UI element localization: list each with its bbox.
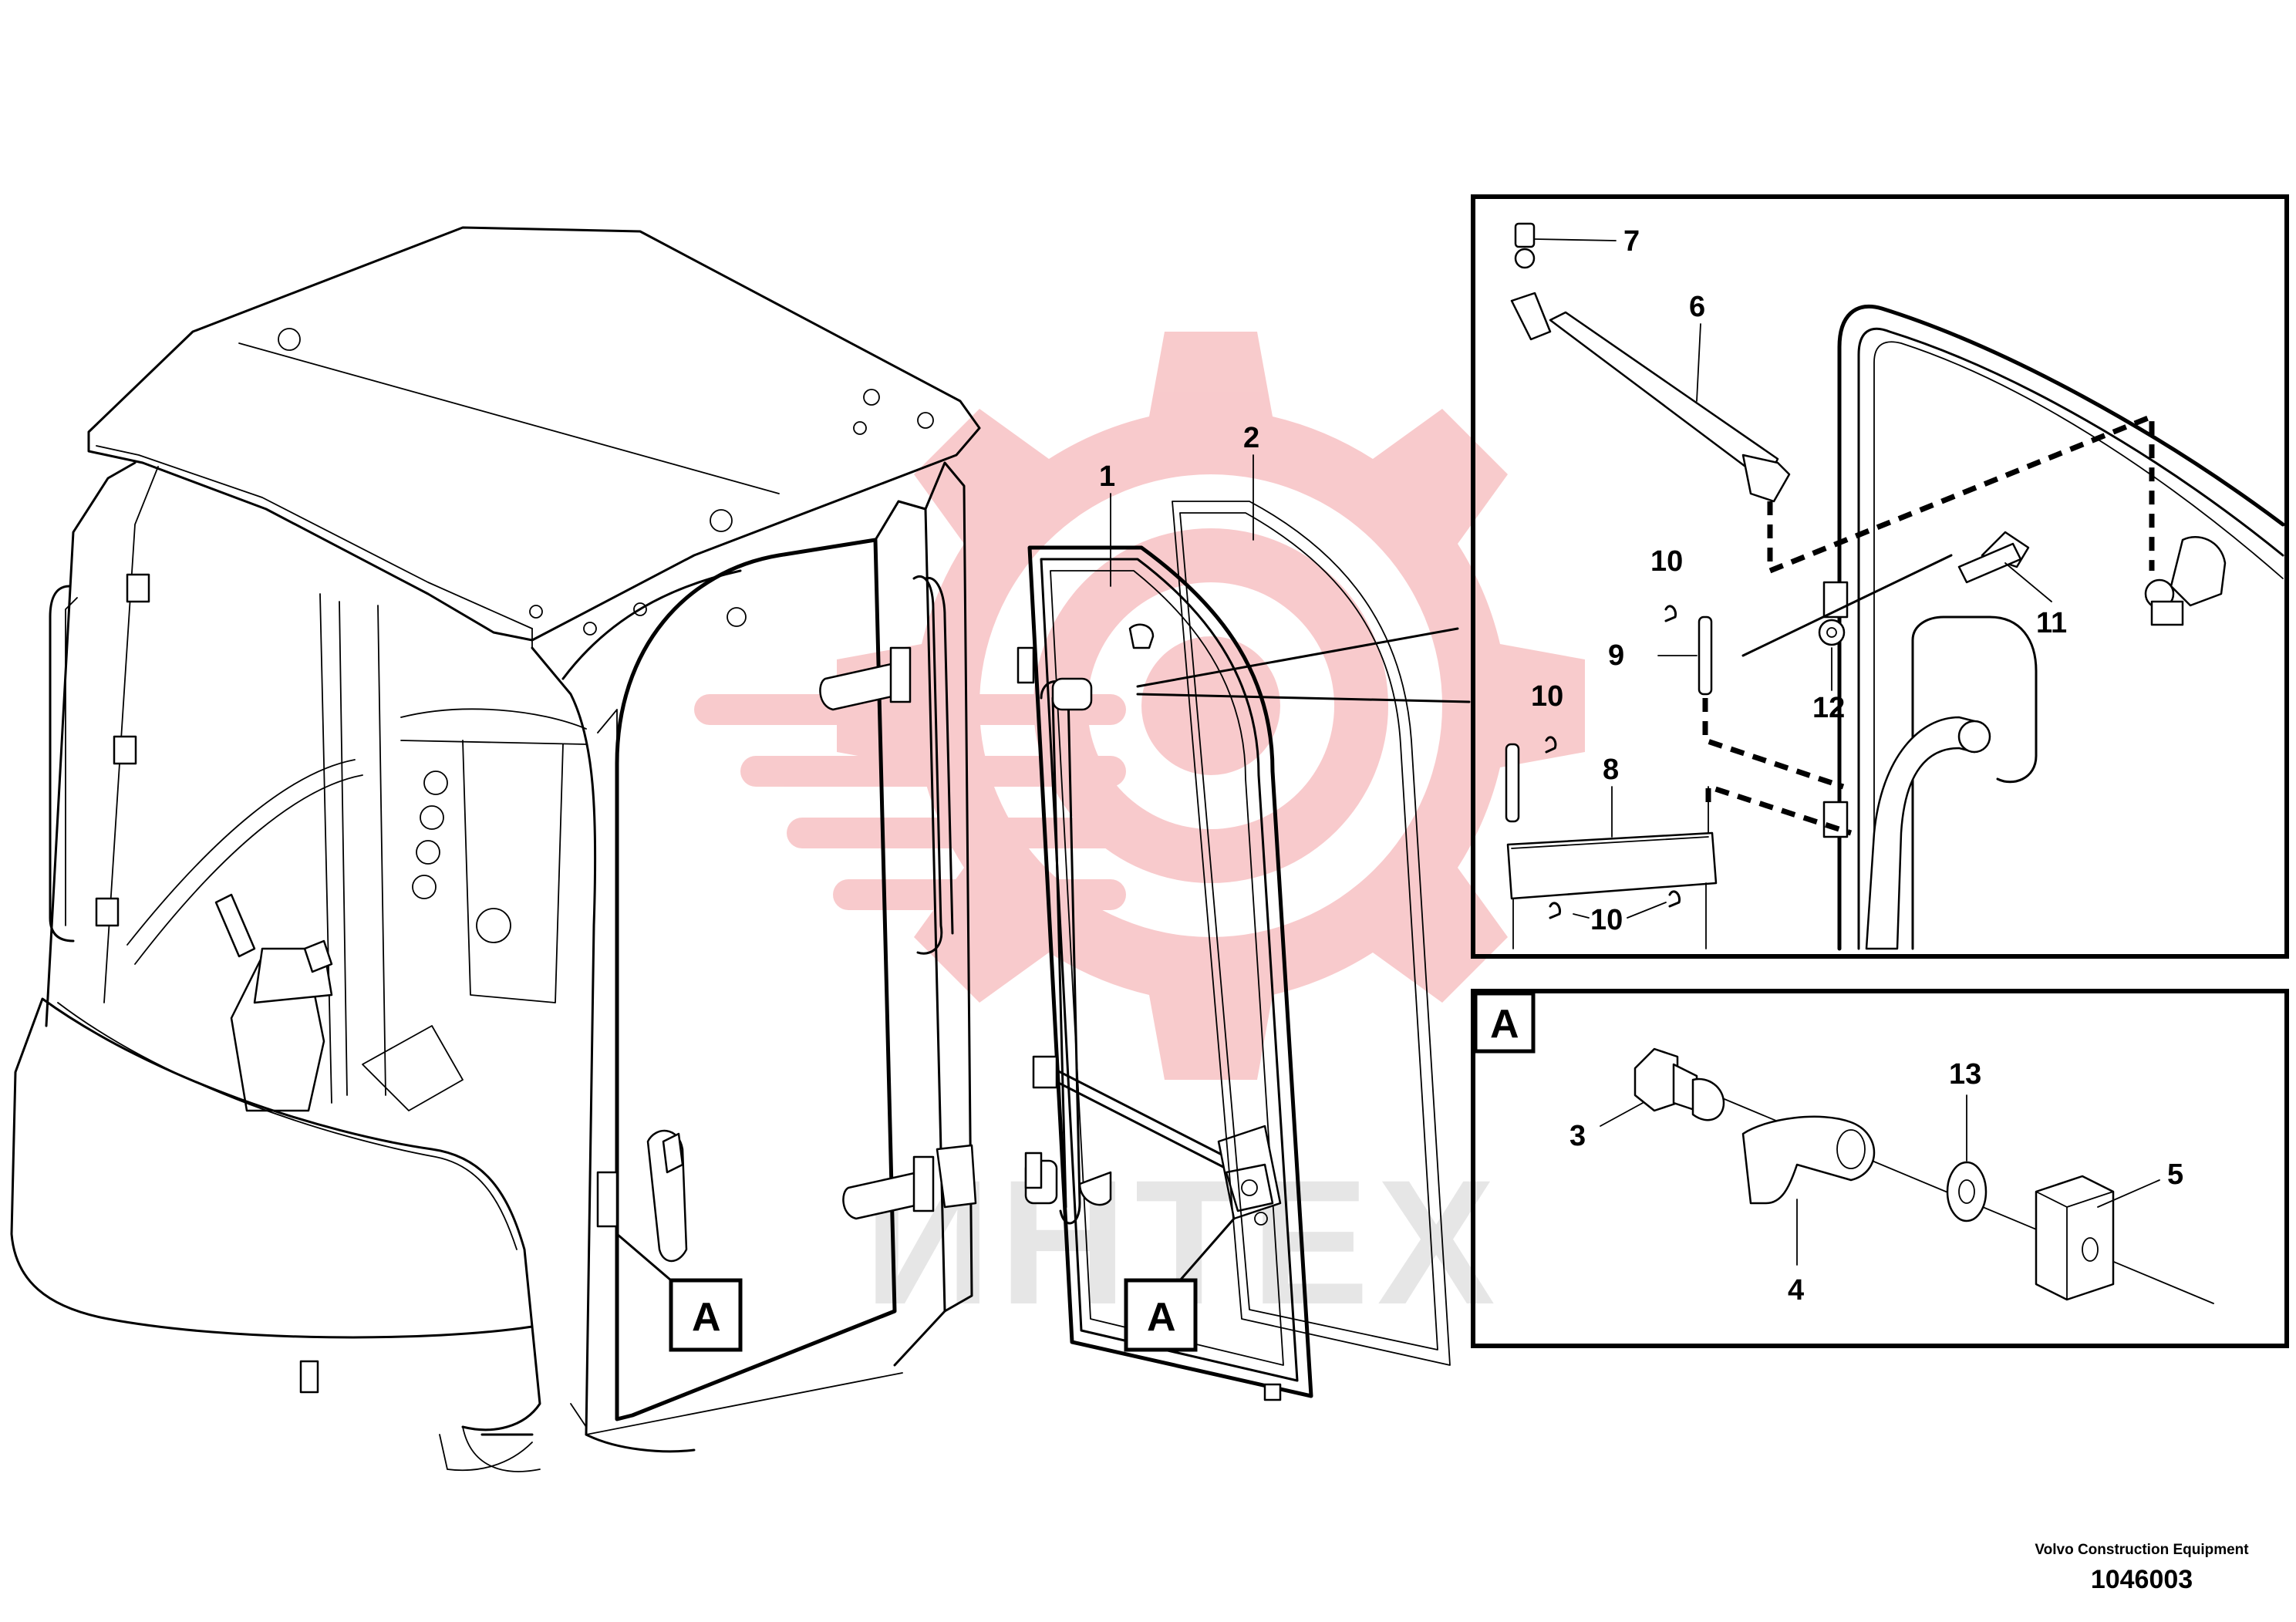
upper-hinge bbox=[819, 646, 912, 711]
connect-strut bbox=[1767, 412, 2155, 575]
part-10-clip-upper bbox=[1664, 605, 1677, 622]
callout-8: 8 bbox=[1603, 754, 1619, 786]
callout-12: 12 bbox=[1812, 692, 1845, 724]
svg-text:A: A bbox=[692, 1295, 721, 1340]
drawing-number: 1046003 bbox=[2090, 1565, 2193, 1594]
callout-10b: 10 bbox=[1531, 680, 1563, 713]
part-12-washer bbox=[1818, 619, 1846, 646]
part-8-pin-left bbox=[1505, 743, 1520, 823]
door-glass bbox=[1172, 501, 1451, 1366]
cab-assembly bbox=[10, 226, 981, 1472]
connect-pin bbox=[1702, 698, 1845, 790]
callout-9: 9 bbox=[1608, 639, 1624, 672]
detail-box-latch: A 3 4 13 5 bbox=[1471, 989, 2289, 1348]
manufacturer-label: Volvo Construction Equipment bbox=[2035, 1542, 2249, 1558]
detail-box-strut: 7 6 11 bbox=[1471, 194, 2289, 959]
callout-2: 2 bbox=[1243, 422, 1259, 454]
door-frame bbox=[1017, 545, 1313, 1401]
callout-1: 1 bbox=[1099, 460, 1115, 493]
callout-3: 3 bbox=[1569, 1120, 1586, 1152]
part-8-link bbox=[1506, 831, 1718, 900]
callout-10c: 10 bbox=[1590, 904, 1623, 936]
part-3-stud bbox=[1633, 1047, 1725, 1121]
part-9-pin bbox=[1698, 615, 1713, 696]
callout-11: 11 bbox=[2036, 607, 2067, 639]
detail-box-label: A bbox=[1490, 1002, 1519, 1047]
callout-5: 5 bbox=[2167, 1158, 2183, 1191]
part-11-bolt bbox=[1957, 531, 2030, 584]
detail-marker-right: A bbox=[1124, 1217, 1236, 1352]
zoom-leader bbox=[1136, 627, 1471, 703]
main-callouts: 1 2 bbox=[1099, 422, 1259, 587]
part-10-clip-mid bbox=[1545, 736, 1557, 754]
callout-7: 7 bbox=[1623, 225, 1640, 258]
callout-4: 4 bbox=[1788, 1274, 1804, 1307]
part-4-cam bbox=[1741, 1115, 1876, 1205]
detail-marker-left: A bbox=[615, 1233, 743, 1352]
title-block: Volvo Construction Equipment 1046003 bbox=[2026, 1541, 2257, 1595]
callout-10a: 10 bbox=[1650, 545, 1683, 578]
part-5-nut bbox=[2035, 1175, 2115, 1301]
part-7-stud bbox=[1514, 222, 1536, 269]
part-13-washer bbox=[1946, 1161, 1988, 1222]
watermark-logo bbox=[694, 332, 1585, 1080]
svg-text:A: A bbox=[1147, 1295, 1176, 1340]
callout-13: 13 bbox=[1949, 1058, 1981, 1091]
part-6-gas-strut bbox=[1510, 292, 1791, 503]
lower-hinge bbox=[842, 1144, 977, 1220]
speed-lines bbox=[694, 694, 1126, 910]
callout-6: 6 bbox=[1689, 291, 1705, 323]
